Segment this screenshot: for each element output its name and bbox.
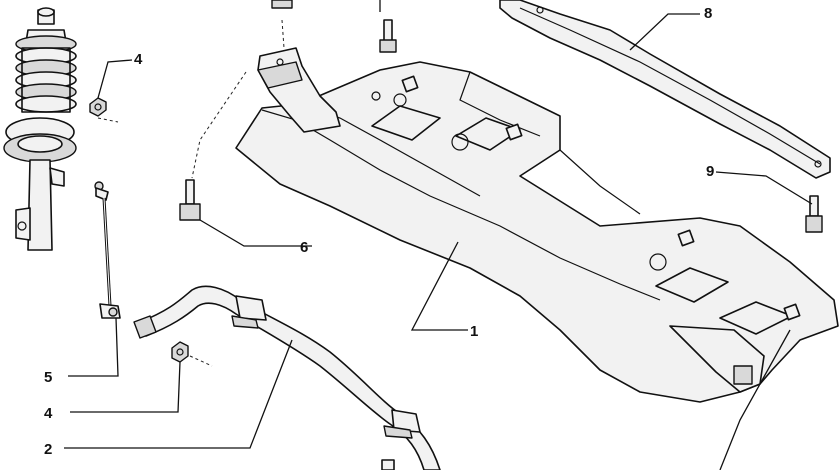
callout-4-upper: 4 <box>134 51 143 68</box>
bolt-6 <box>179 179 201 221</box>
leader-dashed-4 <box>281 19 285 49</box>
leader-dashed-3 <box>191 71 247 179</box>
callout-8: 8 <box>704 5 712 22</box>
subframe-crossmember <box>235 47 839 403</box>
reinforcement-bar <box>499 0 831 179</box>
bolt-top <box>379 19 397 53</box>
callout-leaders <box>64 0 813 470</box>
bolt-top-left <box>271 0 293 9</box>
strut-assembly <box>3 7 77 251</box>
callout-5: 5 <box>44 369 52 386</box>
callout-1: 1 <box>470 323 478 340</box>
stabilizer-link <box>94 181 121 319</box>
callout-9: 9 <box>706 163 714 180</box>
leader-dashed-2 <box>189 355 213 367</box>
stabilizer-bar <box>133 285 441 470</box>
nut-upper <box>89 97 107 117</box>
leader-dashed <box>97 117 119 123</box>
bolt-9 <box>805 195 823 233</box>
callout-2: 2 <box>44 441 52 458</box>
callout-4-lower: 4 <box>44 405 53 422</box>
nut-lower <box>171 341 189 363</box>
callout-6: 6 <box>300 239 308 256</box>
